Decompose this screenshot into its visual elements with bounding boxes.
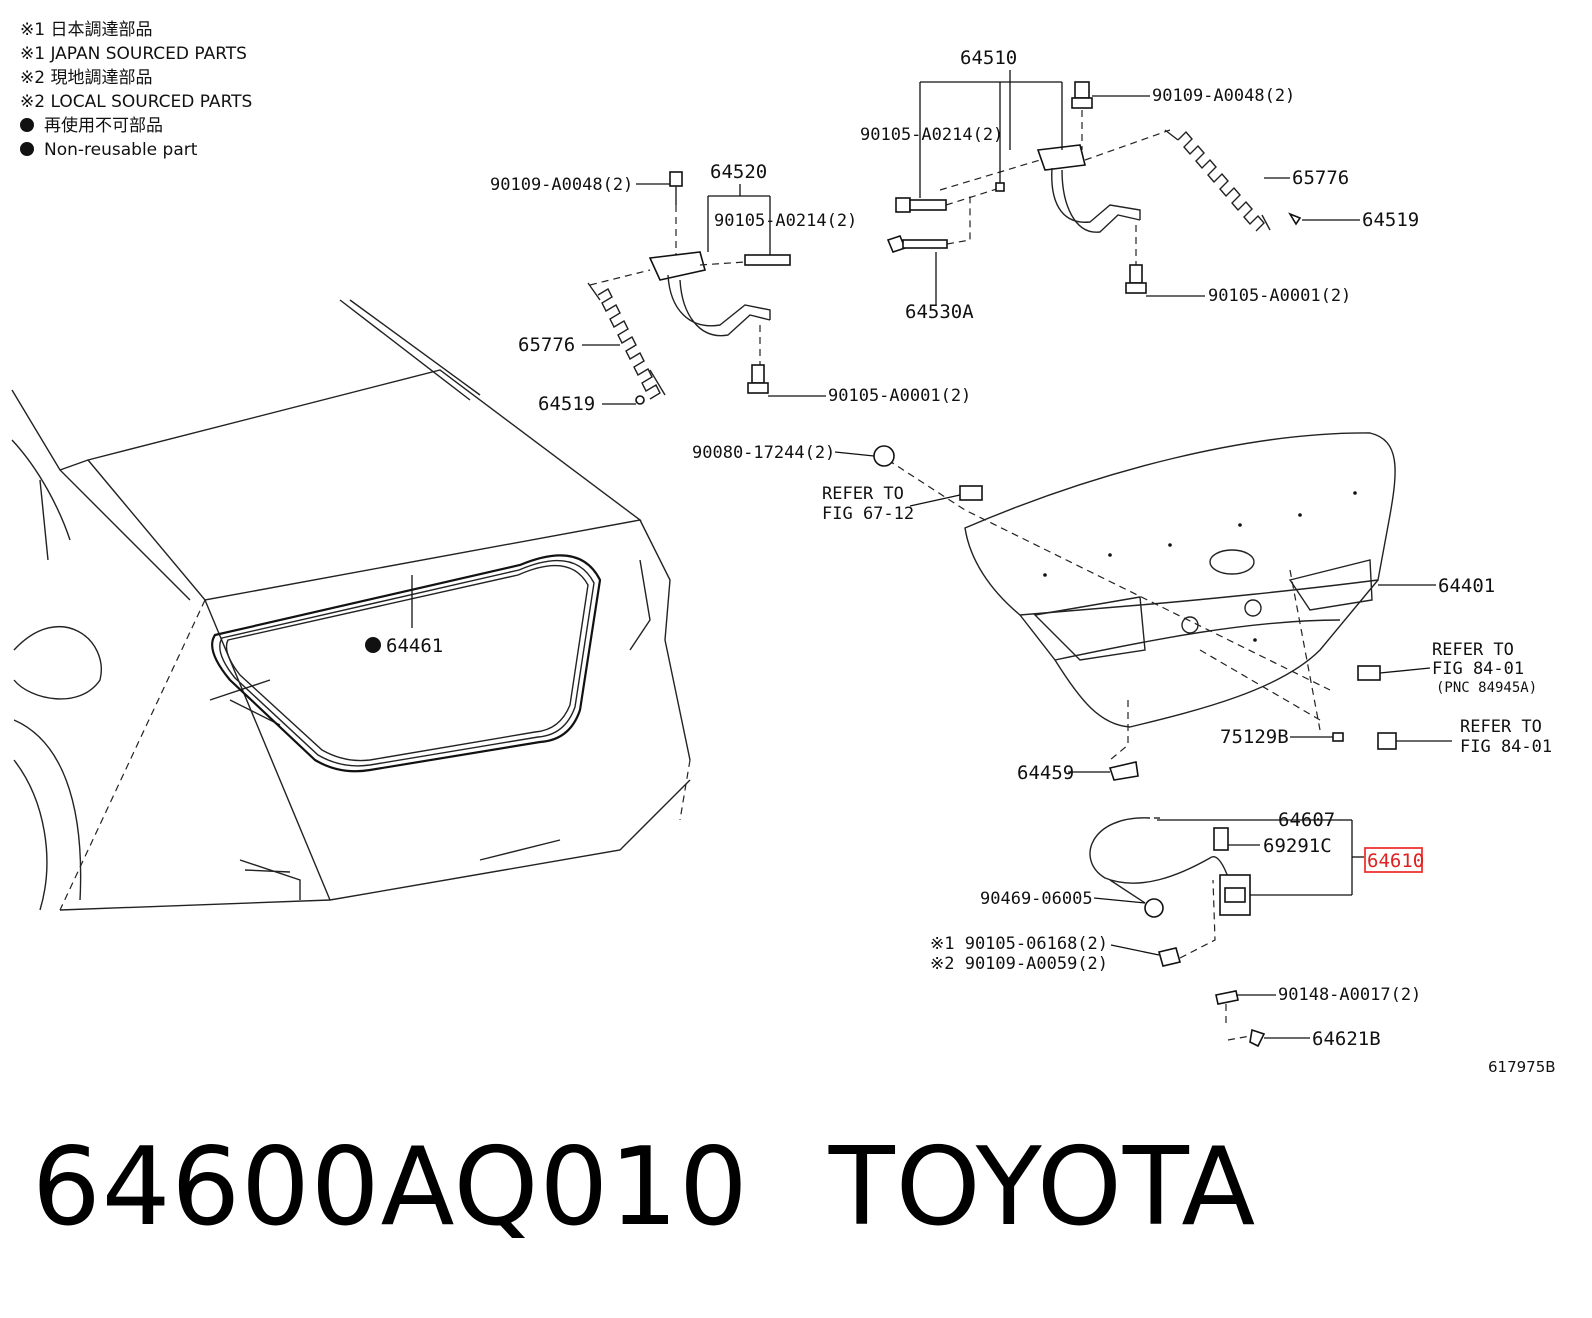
clip-90080 [873,445,895,467]
leader-lines [411,70,1452,1039]
label-64459: 64459 [1017,762,1074,784]
lock-assembly-illustration [1089,817,1266,1048]
label-64461: 64461 [386,635,443,657]
legend-non-reusable-ja: 再使用不可部品 [20,114,252,138]
label-90105-a0214-top: 90105-A0214(2) [860,125,1003,145]
label-refer-to-67-12-b: FIG 67-12 [822,504,914,524]
label-refer-to-84-01-b: FIG 84-01 [1432,659,1524,679]
label-90109-a0048-top: 90109-A0048(2) [1152,86,1295,106]
caption-brand: TOYOTA [828,1125,1257,1250]
connector-84945a [1357,665,1381,681]
label-64401: 64401 [1438,575,1495,597]
cushion-64459 [1108,761,1139,781]
caption: 64600AQ010 TOYOTA [32,1125,1256,1250]
label-64520: 64520 [710,161,767,183]
highlight-box [1364,847,1423,873]
label-refer-to-67-12-a: REFER TO [822,484,904,504]
legend-line-jp-sourced-ja: ※1 日本調達部品 [20,20,153,40]
hinge-assembly-left [587,171,791,405]
label-90105-a0001-left: 90105-A0001(2) [828,386,971,406]
hinge-assembly-right [886,81,1302,294]
plug-75129b [1332,732,1344,742]
label-90105-a0001-right: 90105-A0001(2) [1208,286,1351,306]
label-64607: 64607 [1278,809,1335,831]
bullet-icon [20,142,34,156]
label-64519-left: 64519 [538,393,595,415]
bolt-84-01 [1377,732,1397,750]
label-90105-a0214-left: 90105-A0214(2) [714,211,857,231]
stop-lamp-connector [959,485,983,501]
label-refer-to-84-01-c: REFER TO [1460,717,1542,737]
label-65776-left: 65776 [518,334,575,356]
label-75129b: 75129B [1220,726,1289,748]
trunk-lid-illustration [887,432,1396,761]
label-90469-06005: 90469-06005 [980,889,1093,909]
car-body-illustration [11,299,691,911]
label-65776-right: 65776 [1292,167,1349,189]
label-64530a: 64530A [905,301,974,323]
legend-line-local-sourced-en: ※2 LOCAL SOURCED PARTS [20,92,253,112]
label-90109-a0059: ※2 90109-A0059(2) [930,954,1108,974]
non-reusable-marker-icon [365,637,381,653]
legend-non-reusable-ja-text: 再使用不可部品 [44,116,163,136]
document-id: 617975B [1488,1058,1556,1076]
caption-part-number: 64600AQ010 [32,1125,749,1250]
label-pnc-84945a: (PNC 84945A) [1436,680,1537,696]
legend-line-local-sourced-ja: ※2 現地調達部品 [20,68,153,88]
label-64621b: 64621B [1312,1028,1381,1050]
label-90109-a0048-left: 90109-A0048(2) [490,175,633,195]
legend-non-reusable-en: Non-reusable part [20,138,252,162]
label-90105-06168: ※1 90105-06168(2) [930,934,1108,954]
legend-non-reusable-en-text: Non-reusable part [44,140,198,160]
label-69291c: 69291C [1263,835,1332,857]
legend: ※1 日本調達部品 ※1 JAPAN SOURCED PARTS ※2 現地調達… [20,18,252,162]
label-64510: 64510 [960,47,1017,69]
label-90080-17244: 90080-17244(2) [692,443,835,463]
bullet-icon [20,118,34,132]
label-90148-a0017: 90148-A0017(2) [1278,985,1421,1005]
label-64519-right: 64519 [1362,209,1419,231]
label-64610: 64610 [1367,850,1424,872]
legend-line-jp-sourced-en: ※1 JAPAN SOURCED PARTS [20,44,247,64]
label-refer-to-84-01-d: FIG 84-01 [1460,737,1552,757]
label-refer-to-84-01-a: REFER TO [1432,640,1514,660]
